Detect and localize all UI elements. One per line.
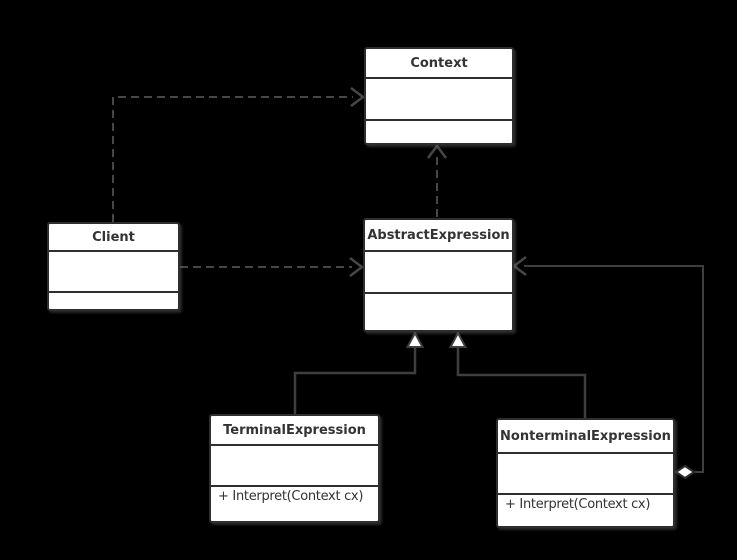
class-node-terminal-expression: TerminalExpression + Interpret(Context c…	[209, 414, 380, 523]
class-attributes-compartment	[365, 250, 512, 292]
hollow-diamond-icon	[674, 464, 696, 480]
class-attributes-compartment	[211, 444, 378, 485]
class-node-nonterminal-expression: NonterminalExpression + Interpret(Contex…	[496, 418, 675, 528]
open-arrowhead-icon	[349, 257, 365, 277]
open-arrowhead-icon	[511, 256, 527, 276]
edge-nonterminalexpression-aggregation	[511, 256, 704, 480]
class-methods-compartment	[365, 292, 512, 330]
class-attributes-compartment	[49, 250, 178, 291]
class-methods-compartment	[49, 291, 178, 309]
open-arrowhead-icon	[350, 87, 366, 107]
edge-nonterminalexpression-inheritance	[448, 330, 587, 418]
edge-client-abstractexpression-dependency	[180, 257, 365, 277]
class-title: Client	[92, 229, 135, 245]
class-methods-compartment: + Interpret(Context cx)	[498, 493, 673, 526]
class-title: NonterminalExpression	[500, 428, 671, 444]
class-methods-compartment	[366, 119, 512, 143]
edge-client-context-dependency	[112, 87, 366, 222]
class-attributes-compartment	[498, 452, 673, 493]
open-arrowhead-icon	[427, 143, 447, 159]
class-methods-compartment: + Interpret(Context cx)	[211, 485, 378, 521]
class-title: AbstractExpression	[367, 227, 510, 243]
class-node-abstract-expression: AbstractExpression	[363, 218, 514, 332]
class-node-context: Context	[364, 47, 514, 145]
edge-terminalexpression-inheritance	[293, 330, 425, 414]
class-node-client: Client	[47, 222, 180, 311]
hollow-triangle-icon	[448, 330, 468, 348]
class-title: TerminalExpression	[223, 422, 366, 438]
hollow-triangle-icon	[405, 330, 425, 348]
edge-abstractexpression-context-dependency	[427, 143, 447, 217]
class-attributes-compartment	[366, 77, 512, 119]
class-title: Context	[410, 55, 468, 71]
